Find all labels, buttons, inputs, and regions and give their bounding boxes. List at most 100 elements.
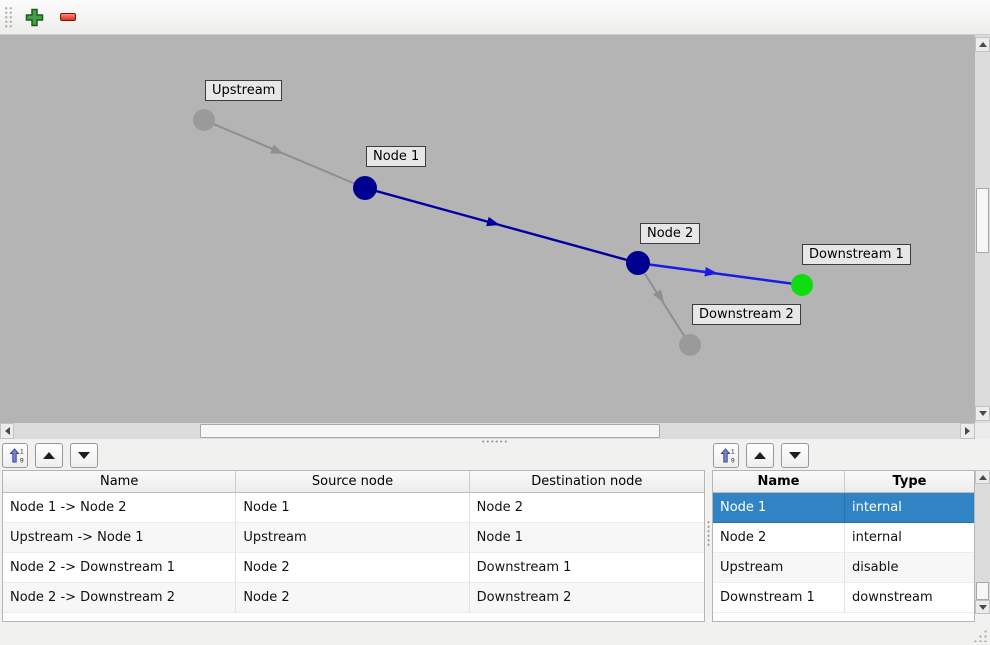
- cell-type[interactable]: downstream: [844, 583, 974, 613]
- add-button[interactable]: [20, 3, 48, 31]
- bottom-panel: 1 9 Name Source node Destination node No…: [0, 443, 990, 625]
- cell-name[interactable]: Node 2 -> Downstream 1: [3, 553, 237, 583]
- arrowhead-node1-node2: [486, 216, 500, 227]
- cell-name[interactable]: Node 1 -> Node 2: [3, 493, 237, 523]
- column-header-name[interactable]: Name: [3, 471, 237, 493]
- vertical-splitter[interactable]: [705, 443, 712, 625]
- graph-canvas[interactable]: Upstream Node 1 Node 2 Downstream 1 Down…: [0, 35, 975, 423]
- edge-node2-downstream2[interactable]: [637, 262, 691, 346]
- cell-destination[interactable]: Downstream 1: [469, 553, 704, 583]
- canvas-horizontal-scrollbar[interactable]: [0, 423, 975, 439]
- cell-type[interactable]: internal: [844, 523, 974, 553]
- scroll-up-button[interactable]: [975, 37, 990, 52]
- canvas-vertical-scrollbar[interactable]: [975, 35, 990, 423]
- edges-toolbar: 1 9: [2, 443, 98, 468]
- sort-button[interactable]: 1 9: [2, 443, 28, 468]
- svg-text:1: 1: [731, 449, 735, 456]
- node-node1[interactable]: [353, 176, 377, 200]
- column-header-name[interactable]: Name: [713, 471, 845, 493]
- column-header-type[interactable]: Type: [845, 471, 974, 493]
- cell-name[interactable]: Upstream -> Node 1: [3, 523, 237, 553]
- triangle-up-icon: [754, 452, 766, 459]
- nodes-toolbar: 1 9: [713, 443, 809, 468]
- node-label-upstream: Upstream: [205, 80, 283, 101]
- triangle-up-icon: [978, 474, 987, 480]
- scroll-down-button[interactable]: [975, 600, 990, 614]
- triangle-left-icon: [4, 427, 10, 435]
- cell-type[interactable]: disable: [844, 553, 974, 583]
- cell-name[interactable]: Upstream: [713, 553, 845, 583]
- edge-node1-node2[interactable]: [364, 186, 639, 265]
- nodes-table: Name Type Node 1 internal Node 2 interna…: [712, 470, 975, 622]
- sort-ascending-icon: 1 9: [719, 448, 735, 465]
- resize-grip-icon[interactable]: [973, 629, 987, 642]
- column-header-source-node[interactable]: Source node: [236, 471, 470, 493]
- node-downstream1[interactable]: [791, 274, 813, 296]
- remove-button[interactable]: [54, 3, 82, 31]
- move-up-button[interactable]: [746, 443, 774, 468]
- edge-node2-downstream1[interactable]: [637, 261, 803, 287]
- edges-pane: 1 9 Name Source node Destination node No…: [0, 443, 705, 625]
- table-row[interactable]: Upstream disable: [713, 553, 974, 583]
- node-node2[interactable]: [626, 251, 650, 275]
- nodes-pane: 1 9 Name Type Node 1 internal Node 2: [712, 443, 990, 625]
- node-upstream[interactable]: [193, 109, 215, 131]
- graph-svg: [193, 109, 813, 356]
- arrowhead-node2-downstream2: [652, 289, 664, 303]
- node-label-node1: Node 1: [366, 146, 427, 167]
- horizontal-splitter[interactable]: [0, 439, 990, 443]
- move-down-button[interactable]: [70, 443, 98, 468]
- move-down-button[interactable]: [781, 443, 809, 468]
- node-label-downstream1: Downstream 1: [802, 244, 911, 265]
- scroll-up-button[interactable]: [975, 470, 990, 484]
- nodes-table-scrollbar[interactable]: [975, 470, 990, 614]
- cell-destination[interactable]: Node 2: [469, 493, 704, 523]
- svg-text:1: 1: [20, 449, 24, 456]
- triangle-up-icon: [43, 452, 55, 459]
- cell-type[interactable]: internal: [844, 493, 974, 523]
- main-toolbar: [0, 0, 990, 35]
- nodes-table-header: Name Type: [713, 471, 974, 493]
- cell-name[interactable]: Node 2 -> Downstream 2: [3, 583, 237, 613]
- table-row[interactable]: Node 1 -> Node 2 Node 1 Node 2: [3, 493, 704, 523]
- horizontal-scroll-thumb[interactable]: [200, 424, 660, 438]
- scroll-down-button[interactable]: [975, 406, 990, 421]
- table-row[interactable]: Node 2 internal: [713, 523, 974, 553]
- scroll-right-button[interactable]: [960, 423, 975, 439]
- sort-ascending-icon: 1 9: [8, 448, 24, 464]
- node-downstream2[interactable]: [679, 334, 701, 356]
- column-header-destination-node[interactable]: Destination node: [469, 471, 704, 493]
- status-bar: [0, 625, 990, 645]
- table-row-selected[interactable]: Node 1 internal: [713, 493, 974, 523]
- scrollbar-corner: [975, 423, 990, 439]
- edges-table: Name Source node Destination node Node 1…: [2, 470, 705, 622]
- table-row[interactable]: Node 2 -> Downstream 2 Node 2 Downstream…: [3, 583, 704, 613]
- cell-destination[interactable]: Node 1: [469, 523, 704, 553]
- vertical-scroll-thumb[interactable]: [976, 582, 989, 600]
- svg-text:9: 9: [731, 458, 735, 465]
- cell-destination[interactable]: Downstream 2: [469, 583, 704, 613]
- cell-name[interactable]: Node 1: [713, 493, 845, 523]
- table-row[interactable]: Upstream -> Node 1 Upstream Node 1: [3, 523, 704, 553]
- cell-source[interactable]: Node 2: [236, 583, 470, 613]
- table-row[interactable]: Node 2 -> Downstream 1 Node 2 Downstream…: [3, 553, 704, 583]
- graph-canvas-area: Upstream Node 1 Node 2 Downstream 1 Down…: [0, 35, 990, 439]
- cell-source[interactable]: Upstream: [236, 523, 470, 553]
- plus-icon: [25, 8, 43, 26]
- triangle-down-icon: [789, 452, 801, 459]
- vertical-scroll-thumb[interactable]: [976, 188, 989, 253]
- edge-upstream-node1[interactable]: [203, 119, 366, 189]
- triangle-up-icon: [978, 42, 987, 47]
- toolbar-drag-handle[interactable]: [4, 6, 13, 28]
- empty-table-space: [713, 613, 974, 619]
- scroll-left-button[interactable]: [0, 423, 14, 439]
- cell-name[interactable]: Downstream 1: [713, 583, 845, 613]
- move-up-button[interactable]: [35, 443, 63, 468]
- node-label-downstream2: Downstream 2: [692, 304, 801, 325]
- cell-name[interactable]: Node 2: [713, 523, 845, 553]
- table-row[interactable]: Downstream 1 downstream: [713, 583, 974, 613]
- cell-source[interactable]: Node 2: [236, 553, 470, 583]
- minus-icon: [60, 13, 76, 21]
- cell-source[interactable]: Node 1: [236, 493, 470, 523]
- sort-button[interactable]: 1 9: [713, 443, 739, 468]
